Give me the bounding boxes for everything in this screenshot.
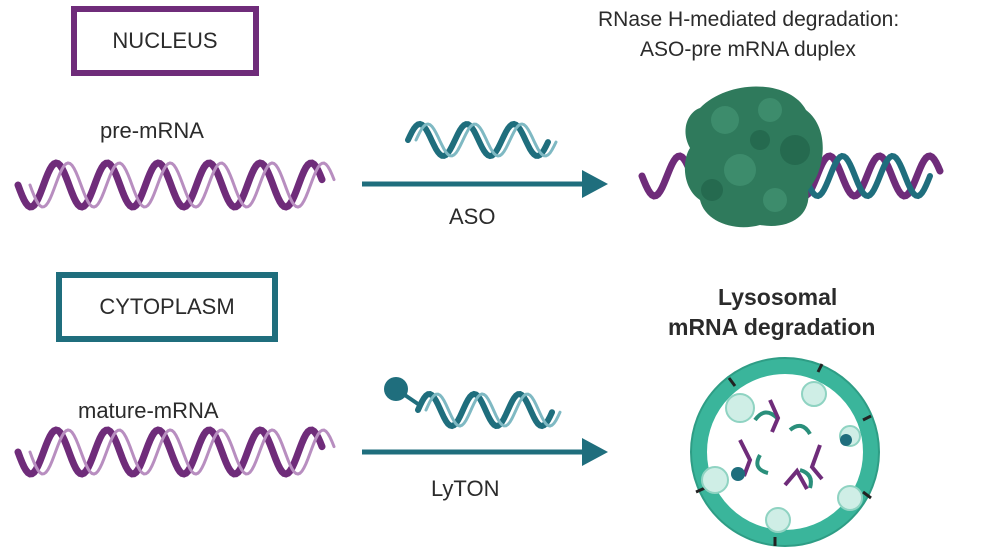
nucleus-label-box: NUCLEUS bbox=[71, 6, 259, 76]
mature-mrna-label: mature-mRNA bbox=[78, 398, 219, 423]
mature-mrna-helix bbox=[14, 426, 336, 478]
lysosomal-title-line1: Lysosomal bbox=[718, 284, 838, 310]
aso-strand-icon bbox=[405, 120, 558, 160]
rnase-title-line1: RNase H-mediated degradation: bbox=[598, 8, 900, 31]
pre-mrna-helix bbox=[14, 159, 336, 211]
lyton-label: LyTON bbox=[431, 476, 500, 501]
aso-label: ASO bbox=[449, 204, 496, 229]
cytoplasm-label-box: CYTOPLASM bbox=[56, 272, 278, 342]
rnase-h-enzyme-icon bbox=[684, 86, 823, 228]
lysosomal-title-line2: mRNA degradation bbox=[668, 314, 876, 340]
lyton-arrow bbox=[362, 438, 608, 466]
cytoplasm-label: CYTOPLASM bbox=[99, 294, 235, 319]
pre-mrna-label: pre-mRNA bbox=[100, 118, 204, 143]
aso-arrow bbox=[362, 170, 608, 198]
lyton-strand-icon bbox=[384, 377, 562, 430]
rnase-title-line2: ASO-pre mRNA duplex bbox=[640, 38, 856, 61]
nucleus-label: NUCLEUS bbox=[112, 28, 218, 53]
lysosome-icon bbox=[690, 357, 880, 547]
